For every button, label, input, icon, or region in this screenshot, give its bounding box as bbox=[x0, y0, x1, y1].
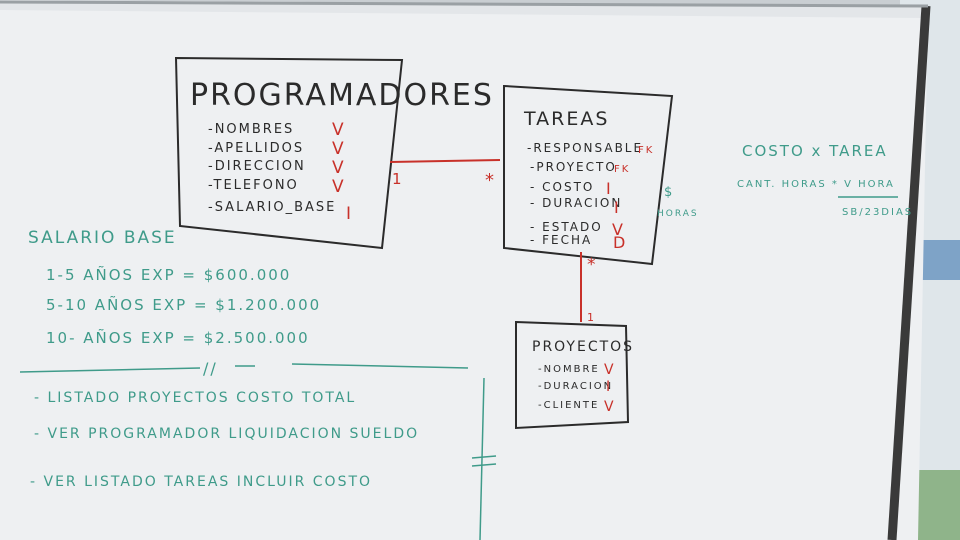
field-type-mark: V bbox=[332, 120, 346, 140]
salary-row: 10- AÑOS EXP = $2.500.000 bbox=[46, 328, 310, 347]
field-type-mark: V bbox=[604, 362, 616, 378]
field-name: -DURACION bbox=[538, 381, 613, 392]
cost-note: COSTO x TAREA CANT. HORAS * V HORA SB/23… bbox=[737, 142, 913, 218]
entity-tareas: TAREAS -RESPONSABLE -PROYECTO - COSTO - … bbox=[503, 84, 699, 266]
field-type-mark: I bbox=[346, 204, 353, 224]
entity-title: PROGRAMADORES bbox=[190, 78, 494, 113]
entity-title: TAREAS bbox=[523, 108, 609, 130]
requirements-list: - LISTADO PROYECTOS COSTO TOTAL - VER PR… bbox=[30, 390, 419, 490]
cardinality-label: * bbox=[587, 255, 598, 275]
side-note: HORAS bbox=[657, 209, 699, 219]
equals-mark bbox=[471, 455, 497, 459]
salary-section: SALARIO BASE 1-5 AÑOS EXP = $600.000 5-1… bbox=[28, 228, 321, 347]
divider-line bbox=[19, 367, 201, 373]
cardinality-label: 1 bbox=[587, 311, 596, 324]
equals-mark bbox=[471, 463, 497, 467]
list-item: - VER PROGRAMADOR LIQUIDACION SUELDO bbox=[34, 426, 419, 442]
entity-title: PROYECTOS bbox=[532, 339, 634, 355]
entity-box bbox=[174, 56, 404, 250]
board-frame-top bbox=[0, 0, 929, 8]
field-name: -PROYECTO bbox=[530, 160, 617, 174]
list-item: - VER LISTADO TAREAS INCLUIR COSTO bbox=[30, 474, 372, 490]
field-type-mark: I bbox=[606, 179, 613, 198]
field-type-mark: I bbox=[606, 379, 612, 395]
field-type-mark: V bbox=[332, 177, 346, 197]
salary-title: SALARIO BASE bbox=[28, 228, 177, 248]
field-type-mark: V bbox=[604, 399, 616, 415]
field-type-mark: I bbox=[614, 198, 621, 217]
field-name: - FECHA bbox=[530, 233, 592, 247]
field-name: -NOMBRE bbox=[538, 364, 600, 375]
board-frame-right bbox=[887, 5, 931, 540]
cost-note-sub: SB/23DIAS bbox=[842, 207, 913, 218]
whiteboard bbox=[0, 0, 928, 540]
field-name: -NOMBRES bbox=[208, 122, 294, 137]
cost-note-line: CANT. HORAS * V HORA bbox=[737, 179, 895, 190]
field-name: -TELEFONO bbox=[208, 178, 299, 193]
field-name: - ESTADO bbox=[530, 220, 603, 234]
salary-row: 1-5 AÑOS EXP = $600.000 bbox=[46, 265, 291, 284]
entity-programadores: PROGRAMADORES -NOMBRES -APELLIDOS -DIREC… bbox=[174, 56, 494, 250]
field-type-mark: V bbox=[332, 158, 346, 178]
relation-line bbox=[389, 159, 501, 163]
side-note: $ bbox=[664, 185, 674, 200]
cost-note-title: COSTO x TAREA bbox=[742, 142, 888, 160]
salary-row: 5-10 AÑOS EXP = $1.200.000 bbox=[46, 295, 321, 314]
entity-box bbox=[515, 320, 630, 430]
field-name: -DIRECCION bbox=[208, 159, 306, 174]
entity-proyectos: PROYECTOS -NOMBRE -DURACION -CLIENTE V I… bbox=[515, 320, 634, 430]
field-name: -RESPONSABLE bbox=[527, 141, 643, 155]
field-type-mark: FK bbox=[638, 145, 654, 156]
field-name: -SALARIO_BASE bbox=[208, 200, 336, 215]
cardinality-label: 1 bbox=[392, 170, 404, 188]
field-type-mark: FK bbox=[614, 164, 630, 175]
field-name: -CLIENTE bbox=[538, 400, 599, 411]
field-type-mark: D bbox=[613, 233, 627, 252]
divider-line bbox=[291, 363, 469, 369]
entity-box bbox=[503, 84, 674, 266]
list-item: - LISTADO PROYECTOS COSTO TOTAL bbox=[34, 390, 356, 406]
field-name: - COSTO bbox=[530, 180, 594, 194]
field-type-mark: V bbox=[332, 139, 346, 159]
divider-mark: // bbox=[203, 359, 218, 378]
field-type-mark: V bbox=[612, 220, 625, 239]
vertical-divider bbox=[479, 377, 485, 540]
field-name: -APELLIDOS bbox=[208, 141, 304, 156]
field-name: - DURACION bbox=[530, 196, 622, 210]
cardinality-label: * bbox=[485, 170, 496, 191]
